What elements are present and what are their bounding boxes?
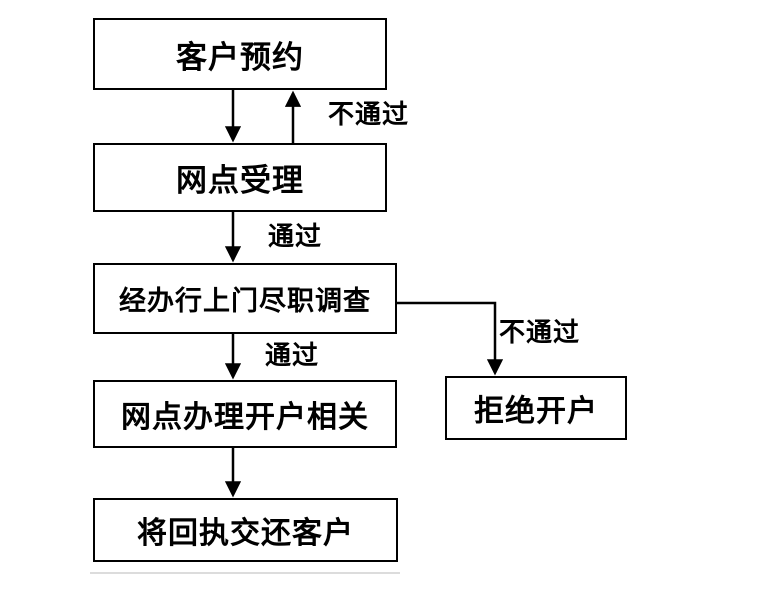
node-customer-appointment-label: 客户预约 — [176, 39, 304, 75]
node-refuse-account-opening-label: 拒绝开户 — [474, 395, 598, 428]
edge-label-diligence-pass: 通过 — [265, 340, 320, 370]
edge-label-acceptance-pass: 通过 — [268, 221, 323, 251]
node-branch-account-opening-label: 网点办理开户相关 — [121, 401, 369, 434]
arrow-diligence-fail-to-refuse — [397, 301, 504, 376]
node-return-receipt-label: 将回执交还客户 — [137, 517, 354, 550]
node-onsite-due-diligence-label: 经办行上门尽职调查 — [119, 286, 371, 316]
node-return-receipt: 将回执交还客户 — [93, 498, 398, 562]
node-branch-account-opening: 网点办理开户相关 — [93, 380, 397, 448]
faint-divider-line — [90, 572, 400, 574]
node-customer-appointment: 客户预约 — [93, 18, 387, 90]
node-onsite-due-diligence: 经办行上门尽职调查 — [93, 263, 397, 334]
node-refuse-account-opening: 拒绝开户 — [445, 376, 627, 440]
node-branch-acceptance: 网点受理 — [93, 143, 387, 212]
edge-label-diligence-fail: 不通过 — [499, 317, 581, 347]
node-branch-acceptance-label: 网点受理 — [176, 163, 304, 198]
edge-label-acceptance-fail: 不通过 — [328, 99, 410, 129]
